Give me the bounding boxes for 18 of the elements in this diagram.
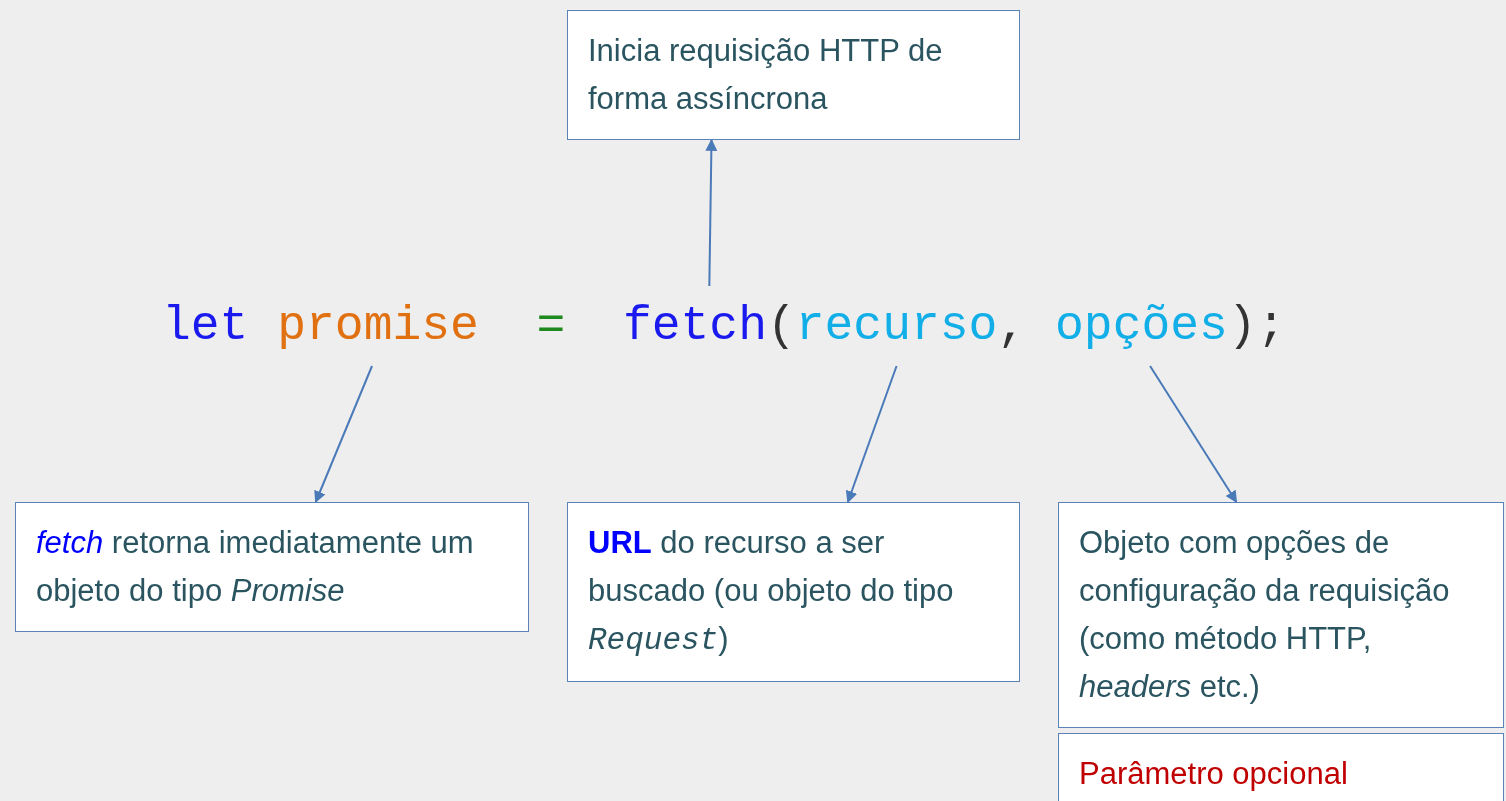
code-token: opções <box>1055 296 1228 356</box>
code-token: recurso <box>795 296 998 356</box>
note-box: Inicia requisição HTTP de forma assíncrona <box>567 10 1020 140</box>
code-token: ); <box>1227 298 1286 355</box>
code-token: , <box>997 298 1027 355</box>
leader-arrow <box>845 365 898 504</box>
code-token: = <box>536 298 566 355</box>
leader-arrow <box>1149 365 1238 503</box>
note-box: Parâmetro opcional <box>1058 733 1504 801</box>
code-token: fetch <box>622 296 767 356</box>
leader-arrow <box>705 138 718 287</box>
note-box: Objeto com opções de configuração da requisição (como método HTTP, headers etc.) <box>1058 502 1504 728</box>
code-token: let <box>162 298 249 355</box>
note-box: fetch retorna imediatamente um objeto do tipo Promise <box>15 502 529 632</box>
note-box: URL do recurso a ser buscado (ou objeto do tipo Request) <box>567 502 1020 682</box>
code-token: promise <box>277 296 479 356</box>
code-token: ( <box>766 298 796 355</box>
leader-arrow <box>314 365 373 504</box>
